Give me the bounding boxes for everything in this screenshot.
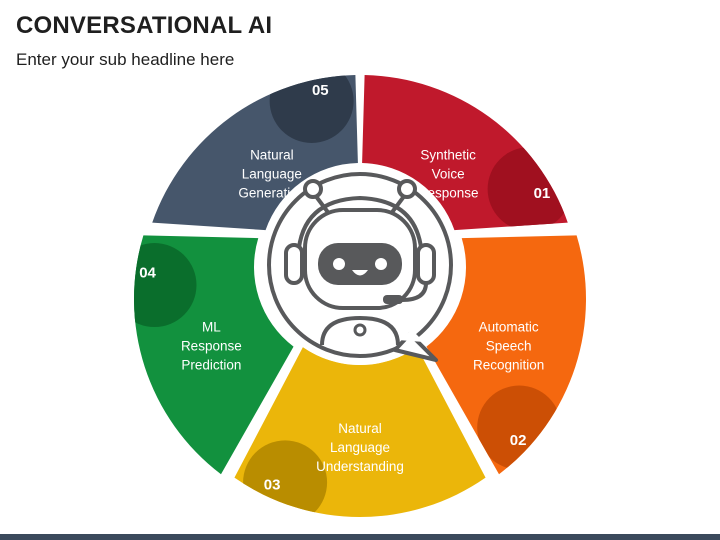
segment-number: 05 (312, 82, 329, 99)
number-badge (487, 147, 568, 231)
number-badge (269, 75, 354, 143)
segment-number: 02 (510, 432, 527, 449)
page-subtitle: Enter your sub headline here (16, 50, 235, 69)
number-badge (477, 385, 562, 470)
number-badge (133, 243, 197, 328)
segment-number: 04 (139, 265, 156, 282)
segment-number: 01 (534, 185, 551, 202)
number-badge (243, 440, 328, 517)
bottom-bar (0, 534, 720, 540)
page-title: CONVERSATIONAL AI (16, 12, 273, 39)
segment-number: 03 (264, 476, 281, 493)
robot-headset-icon (260, 165, 460, 365)
